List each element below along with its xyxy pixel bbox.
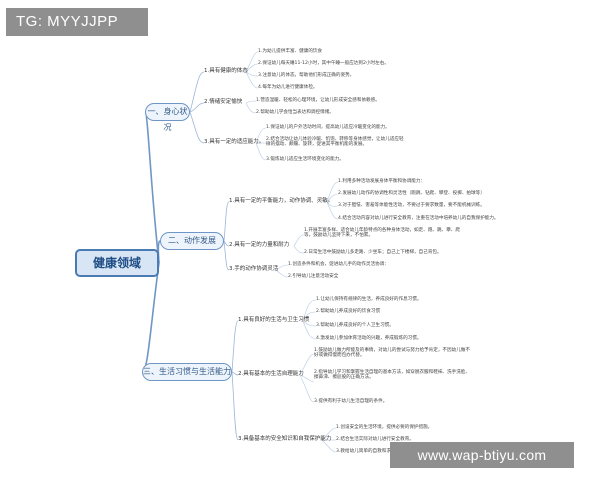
item-leaf: 1.为幼儿提供丰富、健康的饮食 [258,49,323,54]
goal-adaptability[interactable]: 3.具有一定的适应能力。 [204,139,265,145]
item-leaf: 4.激发幼儿参加体育活动的兴趣，养成锻炼的习惯。 [316,336,422,341]
item-leaf: 1.营造温暖、轻松的心理环境，让幼儿形成安全感和依赖感。 [256,98,380,103]
item-leaf: 4.每年为幼儿进行健康体检。 [258,85,318,90]
item-leaf: 2.结合活动让幼儿体验冷暖、饥饱、转移等身体感觉，让幼儿适应轻微的摆动、颠簸、旋… [266,137,404,148]
item-leaf: 2.结合生活实际对幼儿进行安全教育。 [336,437,414,442]
item-leaf: 3.提供有利于幼儿生活自理的条件。 [314,399,388,404]
goal-safety[interactable]: 3.具备基本的安全知识和自我保护能力 [238,436,332,442]
goal-self-care[interactable]: 2.具有基本的生活自理能力 [238,371,304,377]
watermark-top: TG: MYYJJPP [6,8,148,36]
item-leaf: 4.结合活动内容对幼儿进行安全教育，注重在活动中培养幼儿的自我保护能力。 [338,216,499,221]
section-physical-mental[interactable]: 一、身心状况 [145,103,190,132]
item-leaf: 2.帮助幼儿养成良好的饮食习惯 [316,309,381,314]
item-leaf: 2.帮助幼儿学会恰当表达和调控情绪。 [256,110,334,115]
item-leaf: 2.引导幼儿注意活动安全 [288,274,339,279]
item-leaf: 1.保证幼儿的户外活动时间，提高幼儿适应冷暖变化的能力。 [266,125,390,130]
goal-balance[interactable]: 1.具有一定的平衡能力，动作协调、灵敏。 [229,198,334,204]
goal-strength-endurance[interactable]: 2.具有一定的力量和耐力 [229,242,290,248]
item-leaf: 2.发展幼儿动作的协调性和灵活性（跑跳、钻爬、攀登、投掷、拍球等） [338,191,485,196]
item-leaf: 2.指导幼儿学习和掌握生活自理的基本方法，如穿脱衣服和鞋袜、洗手洗脸、擦鼻涕、擦… [314,370,470,381]
item-leaf: 2.日常生活中鼓励幼儿多走路、少坐车；自己上下楼梯，自己背包。 [304,250,442,255]
item-leaf: 1.让幼儿保持有规律的生活，养成良好的作息习惯。 [316,297,422,302]
goal-good-habits[interactable]: 1.具有良好的生活与卫生习惯 [238,317,310,323]
item-leaf: 3.锻炼幼儿适应生活环境变化的能力。 [266,157,344,162]
item-leaf: 1.创设安全的生活环境，提供必要的保护措施。 [336,425,433,430]
item-leaf: 1.创造条件和机会，促进幼儿手的动作灵活协调： [288,262,389,267]
goal-hand-coordination[interactable]: 3.手的动作协调灵活 [229,266,279,272]
item-leaf: 1.利用多种活动发展身体平衡和协调能力： [338,179,426,184]
item-leaf: 1.开展丰富多样、适合幼儿年龄特点的各种身体活动，如走、跑、跳、攀、爬等，鼓励幼… [304,228,460,239]
item-leaf: 2.保证幼儿每天睡11-12小时，其中午睡一般应达到2小时左右。 [258,61,389,66]
root-node[interactable]: 健康领域 [75,249,159,277]
goal-healthy-posture[interactable]: 1.具有健康的体态 [204,68,248,74]
section-living-habits[interactable]: 三、生活习惯与生活能力 [142,363,232,381]
item-leaf: 1.鼓励幼儿做力所能及的事情，对幼儿的尝试与努力给予肯定，不因幼儿做不好或做得慢… [314,348,470,359]
item-leaf: 3.注意幼儿的体态，帮助他们形成正确的姿势。 [258,73,355,78]
item-leaf: 3.对于胆怯、害羞等体能性活动，不要过于要求数量，要不能机械训练。 [338,203,485,208]
item-leaf: 3.帮助幼儿养成良好的个人卫生习惯。 [316,323,394,328]
item-leaf: 3.教给幼儿简单的自救和求救的方法。 [336,449,414,454]
watermark-bottom: www.wap-btiyu.com [390,442,574,468]
section-motor-development[interactable]: 二、动作发展 [160,232,224,250]
goal-emotion-stable[interactable]: 2.情绪安定愉快 [204,99,243,105]
